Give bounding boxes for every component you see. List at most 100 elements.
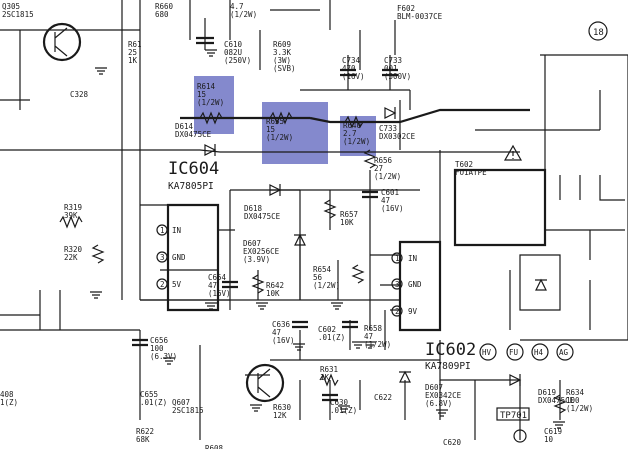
d607-label: EX0256CE <box>243 247 280 256</box>
r609-label: (SVB) <box>273 64 296 73</box>
c601-label: (16V) <box>381 204 404 213</box>
q607-label: 2SC1815 <box>172 406 204 415</box>
r657-label: R657 <box>340 210 358 219</box>
r660-label: R660 <box>155 2 174 11</box>
d618-label: DX0475CE <box>244 212 281 221</box>
c636-label: C636 <box>272 320 291 329</box>
connector-ag-label: AG <box>559 348 569 357</box>
c630-label: C630 <box>330 398 349 407</box>
ic602-pin2-num: 2 <box>395 307 400 316</box>
f602-label: BLM-0037CE <box>397 12 443 21</box>
c619-label: C619 <box>544 427 562 436</box>
r320-label: 22K <box>64 253 78 262</box>
r622-label: R622 <box>136 427 154 436</box>
r657-symbol <box>323 199 337 219</box>
c610-label: C610 <box>224 40 243 49</box>
c654-symbol <box>222 280 238 289</box>
d618-symbol <box>269 184 282 196</box>
warning-triangle-icon <box>503 144 523 161</box>
tp701-label: TP701 <box>500 411 527 421</box>
d733-symbol <box>384 107 397 119</box>
c602-symbol <box>342 320 358 329</box>
q305-label: 2SC1815 <box>2 10 34 19</box>
c654-label: (16V) <box>208 289 231 298</box>
r640-label: 2.7 <box>343 129 357 138</box>
wiring <box>0 0 628 440</box>
r658-label: R658 <box>364 324 383 333</box>
r614-label: R614 <box>197 82 216 91</box>
ic602-pin1-label: IN <box>408 254 417 263</box>
d607b-symbol <box>399 370 411 383</box>
r614-label: 15 <box>197 90 206 99</box>
r-top2-label: 4.7 <box>230 2 244 11</box>
r319-label: R319 <box>64 203 82 212</box>
c656-symbol <box>132 338 148 347</box>
r658-label: (1/2W) <box>364 340 391 349</box>
c636-label: 47 <box>272 328 281 337</box>
r631-label: 1K <box>320 373 330 382</box>
node-18-symbol <box>588 21 608 41</box>
d607-symbol <box>294 233 306 246</box>
r622-label: 68K <box>136 435 150 444</box>
r656-label: R656 <box>374 156 393 165</box>
c734-label: (16V) <box>342 72 365 81</box>
c654-label: 47 <box>208 281 217 290</box>
c733-symbol <box>382 68 398 77</box>
r642-symbol <box>251 274 265 294</box>
r658-label: 47 <box>364 332 373 341</box>
d619-label: D619 <box>538 388 556 397</box>
c656-label: 100 <box>150 344 164 353</box>
ic604-pin2-num: 2 <box>160 280 165 289</box>
f602-label: F602 <box>397 4 415 13</box>
ic604-part: KA7805PI <box>168 181 214 192</box>
r660-label: 680 <box>155 10 169 19</box>
c630-symbol <box>322 393 338 402</box>
connector-h4-label: H4 <box>534 348 544 357</box>
d614-label: DX0475CE <box>175 130 212 139</box>
c733-label: (500V) <box>384 72 411 81</box>
r642-label: 10K <box>266 289 280 298</box>
r634-label: (1/2W) <box>566 404 593 413</box>
c733-label: 001 <box>384 64 398 73</box>
r640-symbol <box>344 115 364 129</box>
ic604-pin3-label: GND <box>172 253 186 262</box>
ic604-pin1-label: IN <box>172 226 181 235</box>
d619-symbol <box>509 374 522 386</box>
c601-label: 47 <box>381 196 390 205</box>
c636-label: (16V) <box>272 336 295 345</box>
r614-highlight <box>194 76 234 134</box>
connector-hv <box>479 343 497 361</box>
ground-symbols <box>90 49 565 429</box>
r614-label: (1/2W) <box>197 98 224 107</box>
node-18-label: 18 <box>593 28 604 38</box>
r609-label: R609 <box>273 40 291 49</box>
ic604-pin1-num: 1 <box>160 226 165 235</box>
connector-h4 <box>531 343 549 361</box>
r614-symbol <box>199 111 223 125</box>
d607b-label: D607 <box>425 383 443 392</box>
ic-labels: IC604 KA7805PI 1 IN 3 GND 2 5V IC602 KA7… <box>160 159 476 372</box>
c655-label: C655 <box>140 390 158 399</box>
r656-symbol <box>363 149 377 169</box>
r655-label: 15 <box>266 125 275 134</box>
c636-symbol <box>292 320 308 329</box>
connector-ag <box>556 343 574 361</box>
r630-label: 12K <box>273 411 287 420</box>
c602-label: C602 <box>318 325 336 334</box>
c622-label: C622 <box>374 393 392 402</box>
connector-fu-label: FU <box>509 348 518 357</box>
ic604-pin2-label: 5V <box>172 280 182 289</box>
c602-label: .01(Z) <box>318 333 345 342</box>
r654-label: 56 <box>313 273 323 282</box>
ic602-pin3-label: GND <box>408 280 422 289</box>
d607b-label: EX0342CE <box>425 391 462 400</box>
ic604-pin3-num: 3 <box>160 253 165 262</box>
d619-label: DX0475CE <box>538 396 575 405</box>
r631-symbol <box>319 373 339 387</box>
d607-label: D607 <box>243 239 261 248</box>
r640-label: (1/2W) <box>343 137 370 146</box>
r609-label: (3W) <box>273 56 291 65</box>
r609-label: 3.3K <box>273 48 292 57</box>
c733-label: C733 <box>384 56 402 65</box>
